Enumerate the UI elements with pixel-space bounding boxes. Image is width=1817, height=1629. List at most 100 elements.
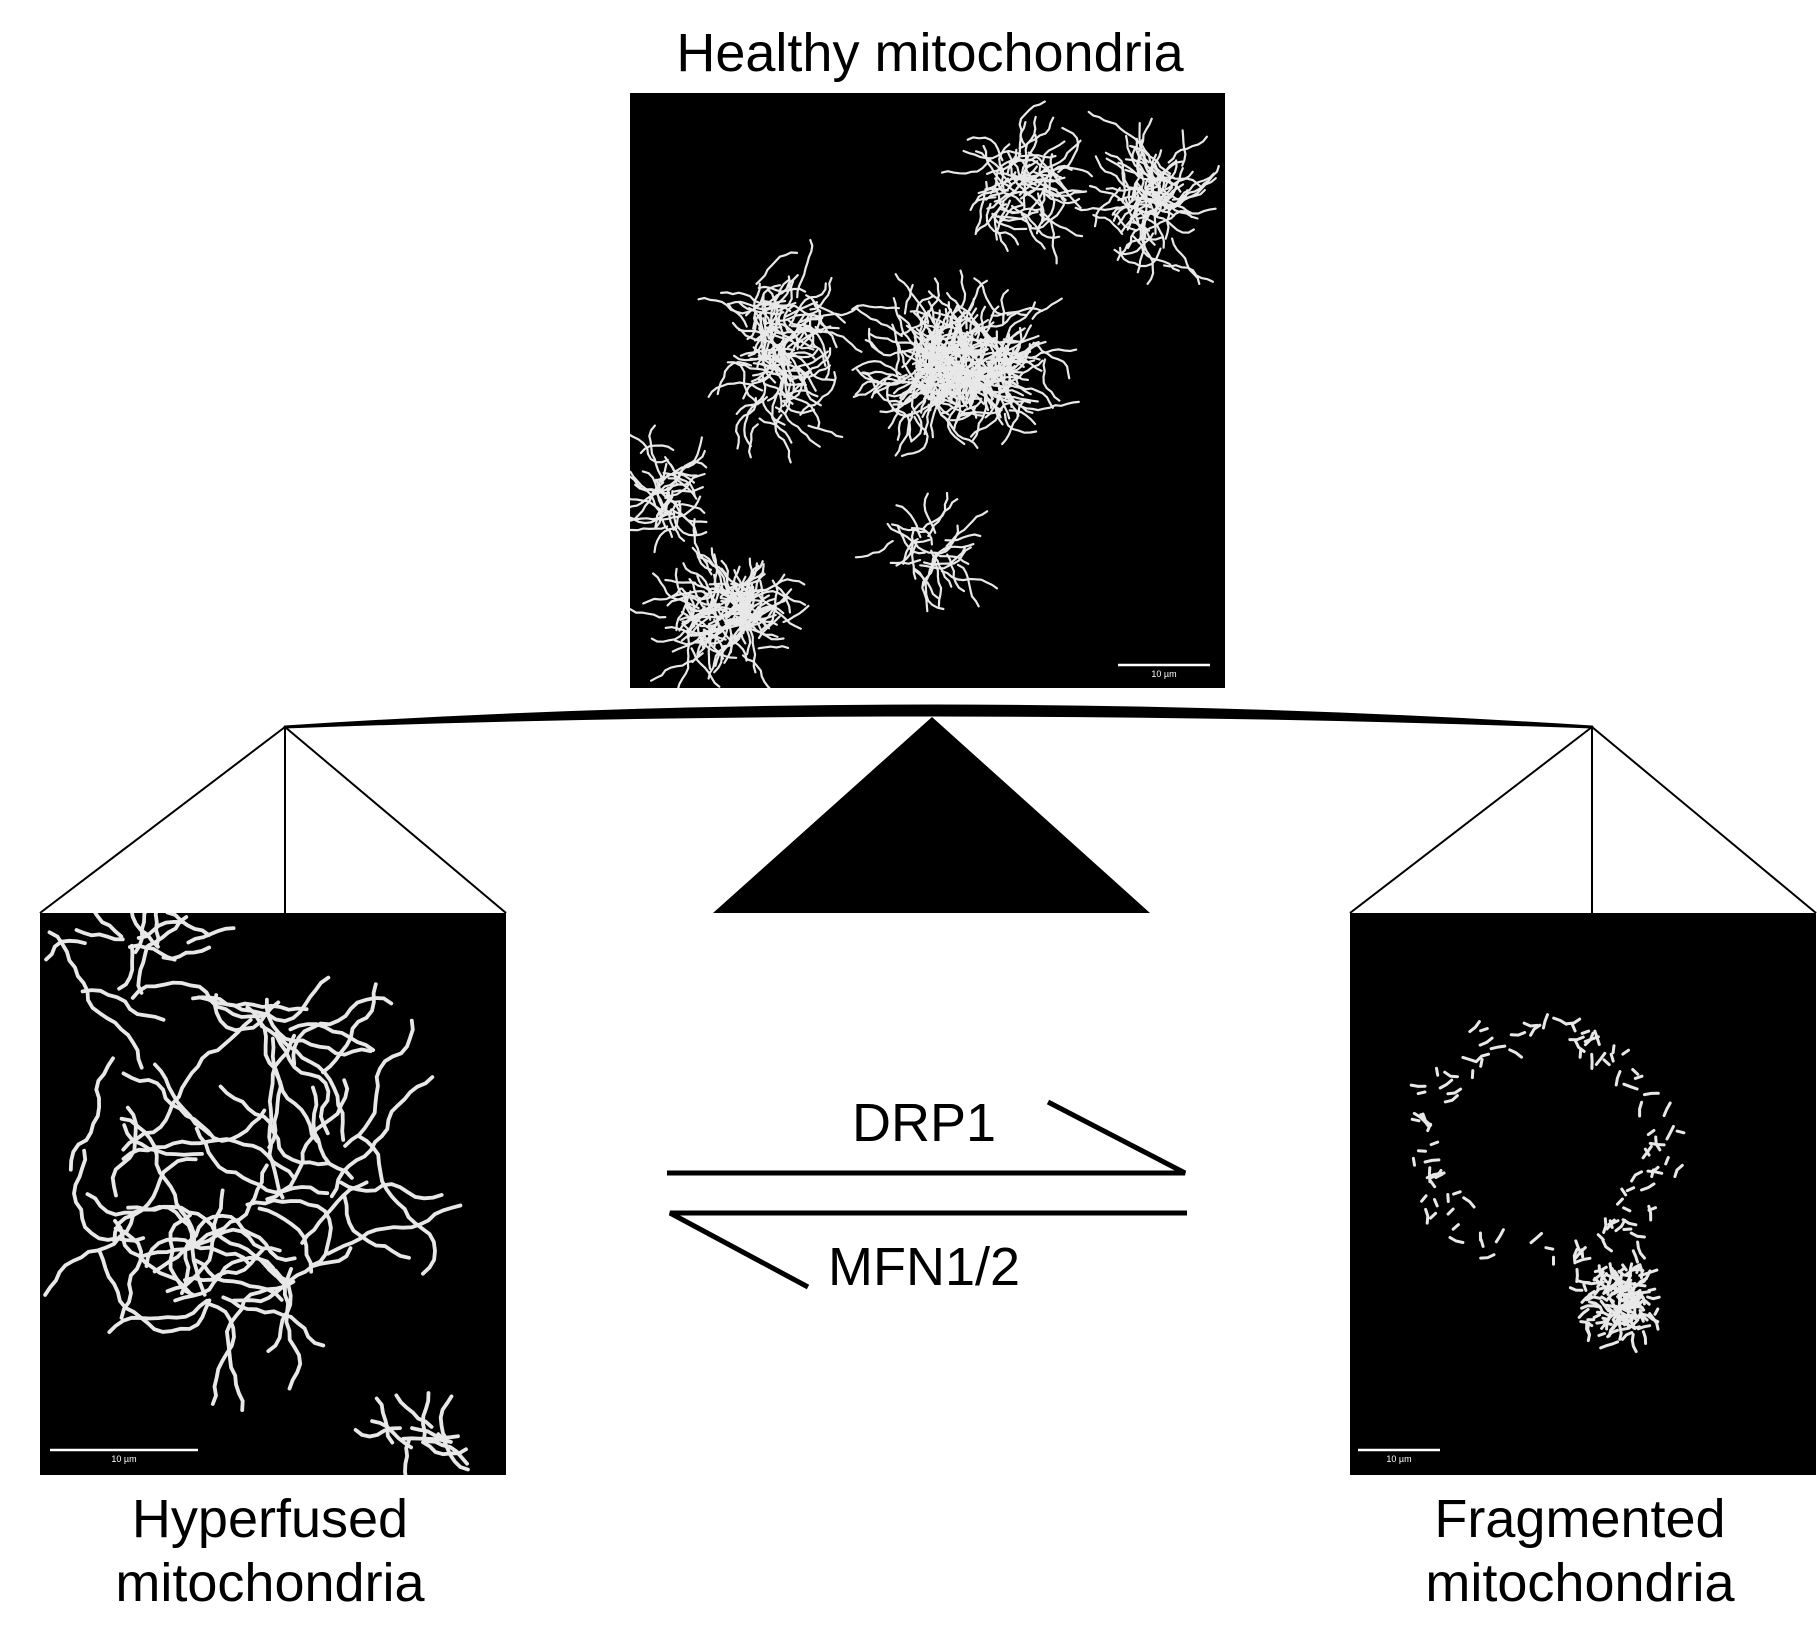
- mitochondrion: [1429, 1140, 1440, 1147]
- mitochondrion: [410, 1426, 460, 1440]
- mitochondrion: [702, 618, 748, 641]
- mitochondrion: [944, 533, 982, 542]
- mitochondrion: [763, 321, 817, 349]
- mitochondrion: [1635, 1294, 1640, 1303]
- mitochondrion: [1617, 1320, 1623, 1341]
- mitochondrion: [670, 508, 698, 535]
- mitochondrion: [914, 569, 939, 599]
- mitochondrion: [974, 336, 998, 359]
- mitochondrion: [1006, 150, 1022, 180]
- mitochondrion: [745, 284, 782, 317]
- mitochondrion: [1576, 1279, 1591, 1285]
- mitochondrion: [722, 603, 746, 648]
- mitochondrion: [696, 553, 729, 597]
- mitochondrion: [725, 603, 753, 620]
- mitochondrion: [934, 563, 943, 607]
- mitochondrion: [191, 995, 309, 1012]
- scale-bar-label: 10 µm: [1386, 1454, 1411, 1464]
- mitochondrion: [1181, 129, 1187, 167]
- mitochondrion: [165, 913, 211, 937]
- drp1-label: DRP1: [852, 1093, 997, 1153]
- mitochondrion: [1596, 1233, 1605, 1242]
- mitochondrion: [1136, 117, 1153, 171]
- mitochondrion: [1606, 1296, 1615, 1303]
- hyperfused-micrograph: 10 µm: [40, 913, 506, 1475]
- mitochondrion: [683, 596, 696, 624]
- mitochondrion: [1641, 1330, 1648, 1345]
- mitochondrion: [761, 299, 792, 313]
- mitochondrion: [1448, 1236, 1465, 1244]
- mitochondrion: [935, 372, 947, 403]
- mitochondrion: [903, 283, 914, 315]
- mitochondrion: [1153, 162, 1166, 191]
- mitochondrion: [43, 1212, 136, 1297]
- mitochondrion: [1423, 1158, 1441, 1164]
- mitochondrion: [653, 527, 678, 554]
- mitochondrion: [927, 290, 953, 312]
- mitochondrion: [668, 508, 686, 542]
- mitochondrion: [1572, 1247, 1579, 1265]
- mitochondrion: [1425, 1171, 1442, 1180]
- mitochondrion: [1640, 1312, 1660, 1324]
- mitochondrion: [894, 410, 914, 457]
- mitochondrion: [714, 633, 733, 667]
- mitochondrion: [807, 424, 844, 438]
- mitochondrion: [894, 273, 930, 325]
- mitochondrion: [674, 567, 693, 620]
- mitochondrion: [966, 136, 1004, 162]
- mitochondrion: [700, 593, 733, 612]
- mitochondrion: [1000, 207, 1043, 215]
- mitochondrion: [630, 475, 661, 513]
- mitochondrion: [1148, 171, 1159, 215]
- mitochondrion: [186, 926, 236, 945]
- mitochondrion: [343, 1018, 415, 1148]
- mitochondrion: [1004, 389, 1034, 414]
- mitochondrion: [339, 1180, 444, 1201]
- mitochondrion: [1622, 1082, 1639, 1091]
- mitochondrion: [885, 381, 913, 418]
- mitochondrion: [1647, 1287, 1657, 1292]
- mitochondrion: [1446, 1087, 1463, 1096]
- mitochondrion: [1653, 1307, 1660, 1316]
- mitochondrion: [799, 371, 837, 416]
- mitochondrion: [664, 578, 697, 584]
- mitochondrion: [955, 364, 966, 424]
- mitochondrion: [656, 471, 698, 484]
- mitochondrion: [1544, 1246, 1555, 1251]
- mitochondrion: [1429, 1179, 1437, 1189]
- mitochondrion: [1625, 1282, 1647, 1288]
- mitochondrion: [914, 343, 962, 358]
- mitochondrion: [1009, 326, 1023, 385]
- mitochondrion: [1031, 297, 1063, 320]
- mitochondrion: [245, 1198, 333, 1268]
- mitochondrion: [1599, 1340, 1620, 1350]
- mitochondrion: [696, 574, 726, 622]
- mitochondrion: [1008, 162, 1041, 207]
- mitochondrion: [1030, 198, 1066, 230]
- mitochondrion: [884, 350, 922, 382]
- mitochondrion: [1003, 412, 1038, 434]
- mitochondrion: [687, 611, 705, 639]
- mitochondrion: [1478, 1036, 1494, 1047]
- mitochondrion: [939, 358, 969, 383]
- mitochondrion: [691, 546, 713, 571]
- mitochondrion: [745, 562, 758, 614]
- mitochondrion: [1586, 1294, 1602, 1300]
- mitochondrion: [1411, 1156, 1416, 1167]
- fragmented-caption-line1: Fragmented: [1434, 1489, 1726, 1549]
- mitochondrion: [973, 277, 1004, 316]
- mitochondrion: [1529, 1232, 1543, 1245]
- mitochondrion: [1616, 1197, 1624, 1206]
- mitochondrion: [1015, 156, 1058, 191]
- mitochondrion: [999, 203, 1025, 223]
- mitochondrion: [270, 1036, 320, 1144]
- mitochondrion: [930, 400, 984, 417]
- hyperfused-caption-line1: Hyperfused: [131, 1489, 409, 1549]
- mitochondrion: [1580, 1029, 1591, 1035]
- mitochondrion: [1409, 1083, 1427, 1088]
- mitochondrion: [1045, 190, 1088, 198]
- mitochondrion: [720, 559, 731, 590]
- mfn-label: MFN1/2: [828, 1237, 1021, 1297]
- mitochondrion: [1006, 359, 1044, 384]
- mitochondrion: [1597, 1332, 1606, 1337]
